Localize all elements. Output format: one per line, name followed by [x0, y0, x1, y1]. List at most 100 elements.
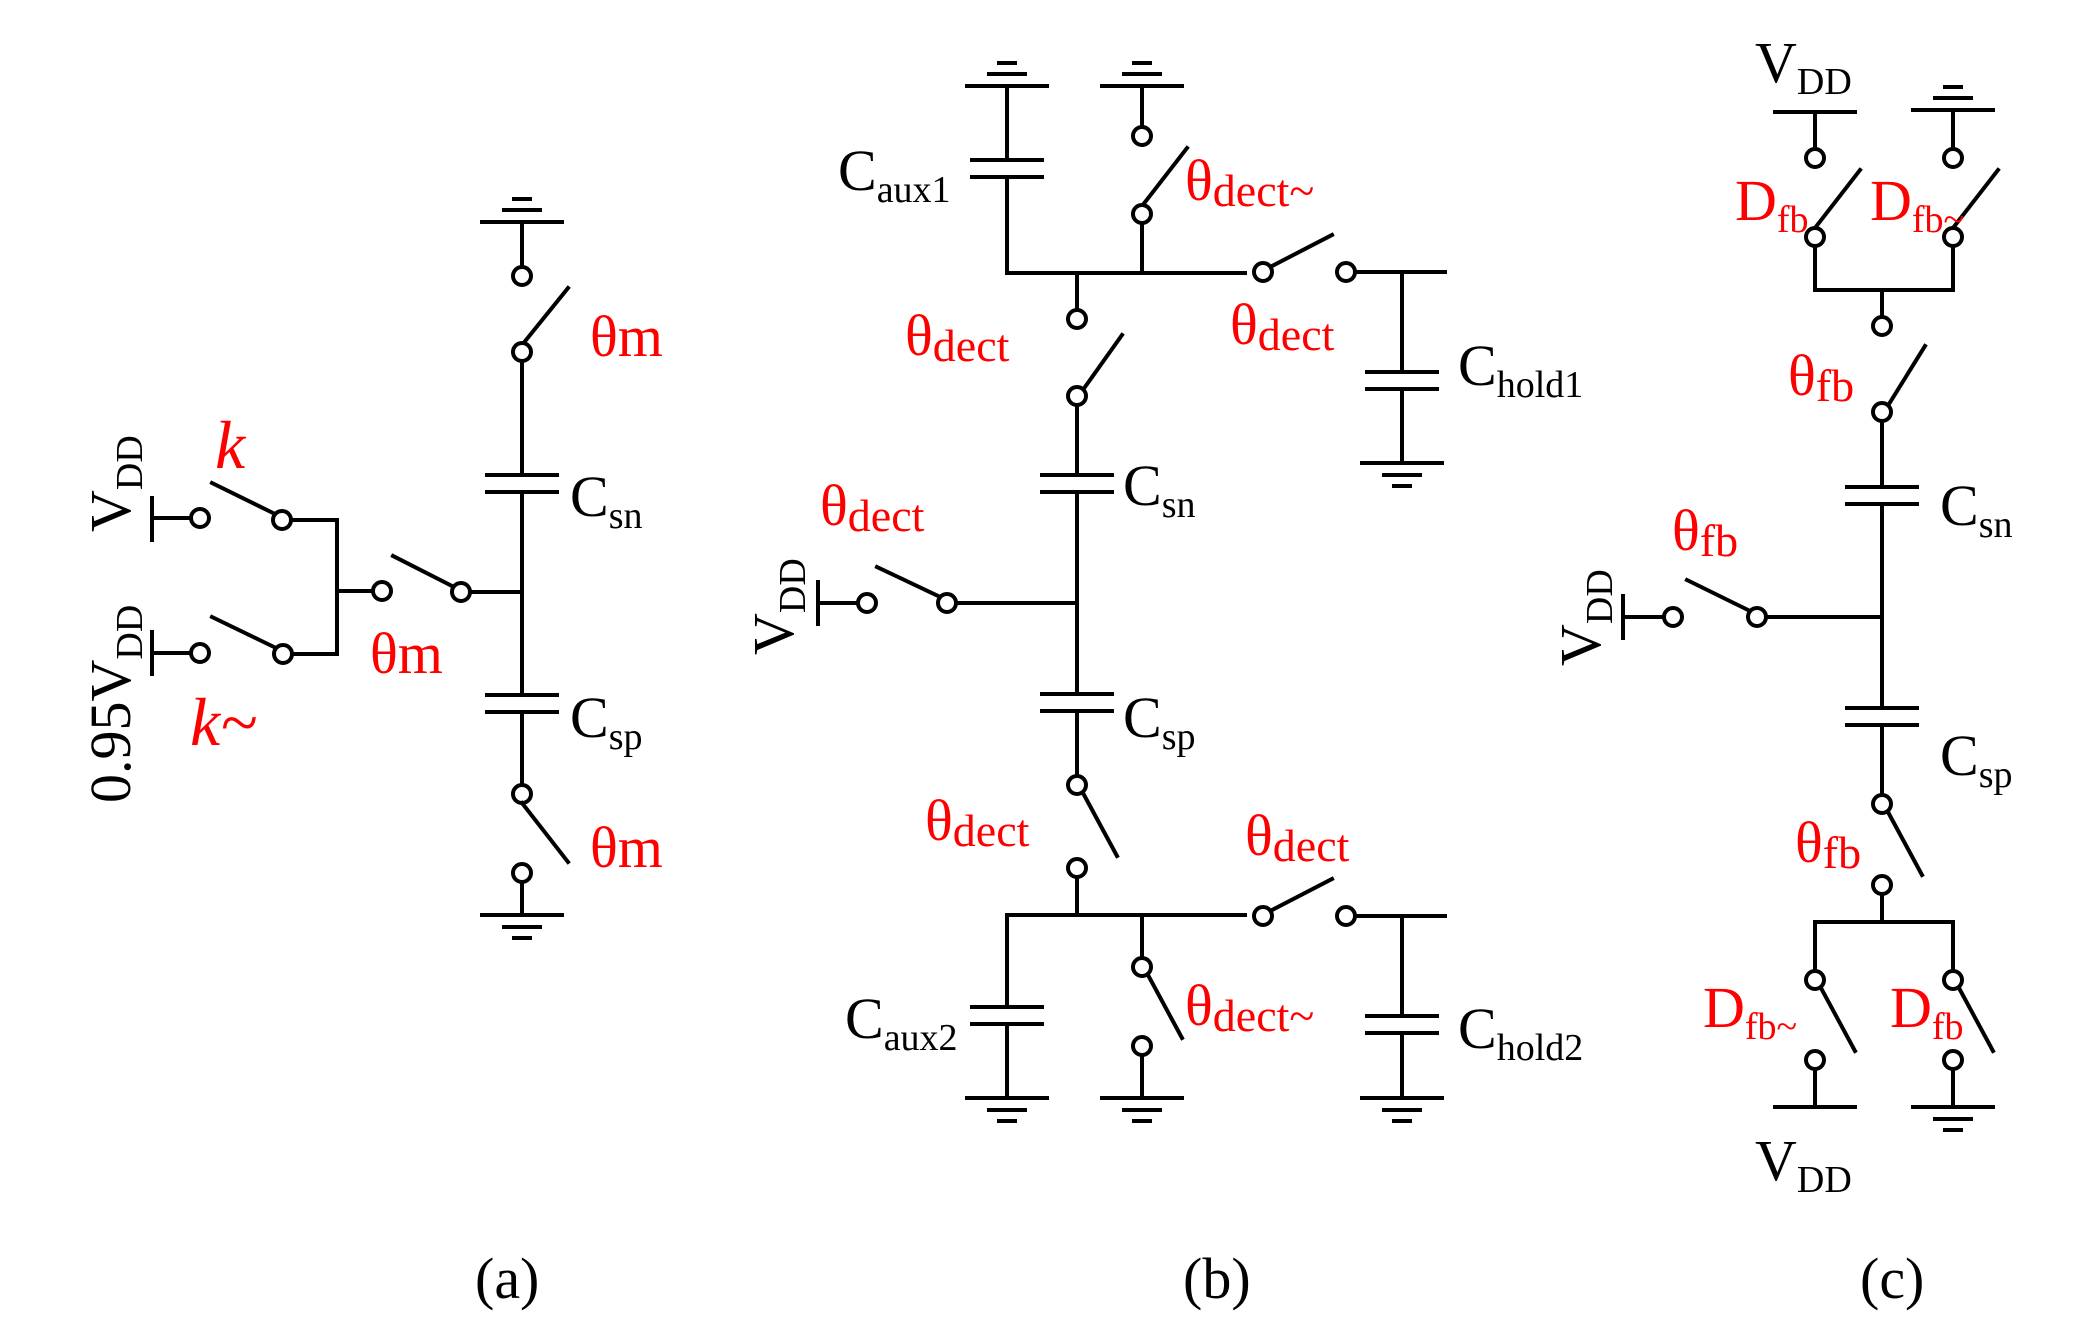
switch-theta-m-bottom [519, 800, 571, 865]
capacitor-csp [485, 693, 559, 714]
label-csn-c: Csn [1940, 473, 2012, 546]
switch-terminal [1066, 774, 1088, 796]
label-theta-dect-lower: θdect [925, 788, 1030, 856]
switch-terminal [1942, 1049, 1964, 1071]
switch-terminal [1804, 226, 1826, 248]
switch-terminal [371, 580, 393, 602]
capacitor-csn [485, 473, 559, 494]
label-vdd-a: VDD [78, 435, 151, 532]
label-theta-dect-hold1: θdect [1230, 292, 1335, 360]
label-dfb-not-top: Dfb~ [1870, 168, 1964, 241]
ground-symbol [1911, 85, 1995, 112]
switch-terminal [1804, 969, 1826, 991]
switch-terminal [1335, 261, 1357, 283]
switch-terminal [1066, 308, 1088, 330]
capacitor-csn-c [1845, 485, 1919, 506]
switch-terminal [511, 862, 533, 884]
switch-terminal [1066, 857, 1088, 879]
label-k-not: k~ [190, 684, 257, 760]
switch-terminal [271, 509, 293, 531]
switch-terminal [1871, 315, 1893, 337]
switch-k-not [209, 614, 277, 650]
switch-terminal [189, 507, 211, 529]
label-theta-m-top: θm [590, 304, 663, 369]
label-chold2: Chold2 [1458, 996, 1583, 1069]
switch-terminal [1252, 261, 1274, 283]
label-chold1: Chold1 [1458, 333, 1583, 406]
label-csp-b: Csp [1123, 685, 1195, 758]
label-k: k [215, 407, 247, 483]
label-theta-fb-top: θfb [1788, 343, 1854, 411]
ground-symbol [1360, 1096, 1444, 1123]
switch-theta-dect-upper [1082, 332, 1125, 390]
panel-c: VDD Dfb Dfb~ θfb Csn θfb VDD Csp θfb Dfb… [1548, 30, 2012, 1311]
switch-terminal [1066, 385, 1088, 407]
label-dfb-top: Dfb [1735, 168, 1809, 241]
ground-symbol [965, 1096, 1049, 1123]
switch-dfb-bottom [1956, 985, 1996, 1054]
label-theta-dect-upper: θdect [905, 303, 1010, 371]
label-csn-a: Csn [570, 464, 642, 537]
switch-terminal [1252, 905, 1274, 927]
switch-terminal [936, 592, 958, 614]
label-theta-dect-hold2: θdect [1245, 803, 1350, 871]
label-csp-a: Csp [570, 685, 642, 758]
capacitor-csn-b [1040, 473, 1114, 494]
label-theta-m-bottom: θm [590, 815, 663, 880]
switch-theta-dect-hold2 [1269, 876, 1335, 913]
switch-k [209, 480, 276, 516]
label-dfb-bottom: Dfb [1890, 975, 1964, 1048]
switch-theta-fb-top [1886, 343, 1928, 407]
label-csp-c: Csp [1940, 723, 2012, 796]
switch-terminal [1335, 905, 1357, 927]
capacitor-caux1 [970, 158, 1044, 179]
label-theta-dect-not-top: θdect~ [1185, 148, 1314, 216]
label-vdd-c-left: VDD [1548, 569, 1621, 666]
switch-terminal [189, 642, 211, 664]
switch-terminal [450, 581, 472, 603]
ground-symbol [1360, 461, 1444, 488]
panel-b: Caux1 θdect~ θdect θdect Chold1 Csn θdec… [741, 61, 1583, 1311]
label-theta-fb-vdd: θfb [1672, 498, 1738, 566]
switch-terminal [856, 592, 878, 614]
switch-terminal [1871, 401, 1893, 423]
panel-a: θm Csn Csp θm θm k k~ VDD 0.95VDD (a) [78, 197, 663, 1311]
label-caux2: Caux2 [845, 986, 958, 1059]
switch-terminal [1942, 147, 1964, 169]
label-csn-b: Csn [1123, 453, 1195, 526]
capacitor-chold2 [1365, 1014, 1439, 1035]
label-vdd-c-top: VDD [1755, 30, 1852, 103]
ground-symbol [480, 197, 564, 224]
ground-symbol [1100, 61, 1184, 88]
capacitor-csp-b [1040, 692, 1114, 713]
switch-terminal [1131, 956, 1153, 978]
switch-theta-m-middle [390, 553, 455, 589]
switch-dfb-not-top [1950, 167, 2001, 231]
switch-terminal [1871, 874, 1893, 896]
ground-symbol [480, 913, 564, 940]
caption-c: (c) [1860, 1246, 1924, 1311]
capacitor-chold1 [1365, 370, 1439, 391]
label-theta-m-middle: θm [370, 621, 443, 686]
caption-b: (b) [1183, 1246, 1251, 1311]
label-theta-dect-vdd: θdect [820, 473, 925, 541]
label-vdd-b: VDD [741, 558, 814, 655]
switch-theta-dect-not-bottom [1145, 972, 1185, 1041]
switch-theta-fb-bottom [1885, 809, 1925, 878]
ground-symbol [1100, 1096, 1184, 1123]
switch-terminal [1942, 969, 1964, 991]
switch-theta-dect-hold1 [1269, 232, 1335, 269]
switch-theta-dect-not-top [1139, 145, 1190, 209]
label-095vdd: 0.95VDD [78, 605, 151, 803]
switch-dfb-top [1812, 167, 1863, 231]
capacitor-csp-c [1845, 706, 1919, 727]
switch-terminal [1662, 606, 1684, 628]
ground-symbol [1911, 1105, 1995, 1132]
switch-theta-dect-lower [1080, 790, 1120, 859]
capacitor-caux2 [970, 1005, 1044, 1026]
switch-terminal [1746, 606, 1768, 628]
switch-terminal [1804, 1049, 1826, 1071]
switch-terminal [1131, 203, 1153, 225]
switch-theta-m-top [519, 285, 571, 348]
